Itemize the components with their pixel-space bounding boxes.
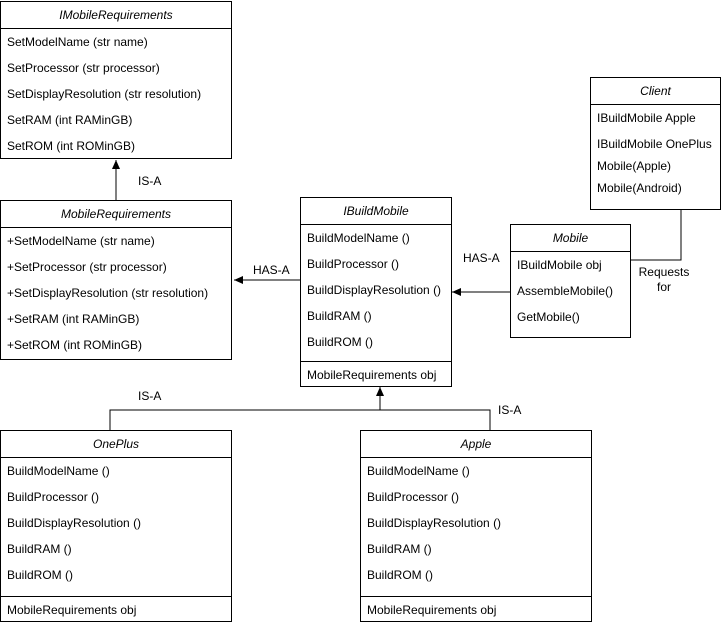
method-row: +SetModelName (str name) <box>7 234 155 248</box>
label-isa-oneplus: IS-A <box>138 389 162 403</box>
label-hasa-right: HAS-A <box>463 251 500 265</box>
class-title: Mobile <box>511 225 630 252</box>
class-title: Apple <box>361 431 591 458</box>
method-row: BuildRAM () <box>367 542 432 556</box>
method-row: BuildROM () <box>7 568 74 582</box>
method-row: AssembleMobile() <box>517 284 614 298</box>
method-row: Mobile(Apple) <box>597 159 672 173</box>
class-title: IBuildMobile <box>301 198 451 225</box>
class-mobile[interactable]: Mobile IBuildMobile obj AssembleMobile()… <box>510 224 631 338</box>
label-requests-line1: Requests <box>638 265 690 279</box>
class-title: OnePlus <box>1 431 231 458</box>
method-row: BuildDisplayResolution () <box>367 516 502 530</box>
field-row: MobileRequirements obj <box>361 596 591 623</box>
method-row: SetProcessor (str processor) <box>7 61 160 75</box>
method-row: BuildROM () <box>307 335 374 349</box>
class-client[interactable]: Client IBuildMobile Apple IBuildMobile O… <box>590 77 721 210</box>
isa-connector-apple <box>380 409 491 430</box>
method-row: BuildModelName () <box>7 464 110 478</box>
method-row: SetRAM (int RAMinGB) <box>7 113 133 127</box>
method-row: BuildModelName () <box>367 464 470 478</box>
method-row: BuildROM () <box>367 568 434 582</box>
method-row: +SetRAM (int RAMinGB) <box>7 312 140 326</box>
field-row: IBuildMobile OnePlus <box>597 137 712 151</box>
requests-connector <box>631 210 682 261</box>
class-title: Client <box>591 78 720 105</box>
label-isa-top: IS-A <box>138 174 162 188</box>
label-isa-apple: IS-A <box>498 403 522 417</box>
class-title: MobileRequirements <box>1 201 231 228</box>
method-row: BuildProcessor () <box>367 490 460 504</box>
label-requests-line2: for <box>656 280 671 294</box>
class-ibuildmobile[interactable]: IBuildMobile BuildModelName () BuildProc… <box>300 197 452 387</box>
field-row: IBuildMobile Apple <box>597 111 696 125</box>
method-row: BuildRAM () <box>307 309 372 323</box>
method-row: BuildRAM () <box>7 542 72 556</box>
class-imobilerequirements[interactable]: IMobileRequirements SetModelName (str na… <box>0 1 232 159</box>
field-row: IBuildMobile obj <box>517 258 602 272</box>
isa-connector-oneplus <box>109 409 380 430</box>
field-row: MobileRequirements obj <box>1 596 231 623</box>
class-mobilerequirements[interactable]: MobileRequirements +SetModelName (str na… <box>0 200 232 360</box>
method-row: SetModelName (str name) <box>7 35 148 49</box>
method-row: Mobile(Android) <box>597 181 682 195</box>
class-apple[interactable]: Apple BuildModelName () BuildProcessor (… <box>360 430 592 622</box>
method-row: SetROM (int ROMinGB) <box>7 139 136 153</box>
label-requests: Requests for <box>638 265 690 295</box>
method-row: BuildProcessor () <box>7 490 100 504</box>
method-row: BuildDisplayResolution () <box>7 516 142 530</box>
label-hasa-left: HAS-A <box>253 263 290 277</box>
method-row: BuildProcessor () <box>307 257 400 271</box>
field-row: MobileRequirements obj <box>301 361 451 388</box>
method-row: +SetProcessor (str processor) <box>7 260 167 274</box>
method-row: SetDisplayResolution (str resolution) <box>7 87 202 101</box>
class-title: IMobileRequirements <box>1 2 231 29</box>
method-row: GetMobile() <box>517 310 580 324</box>
method-row: BuildModelName () <box>307 231 410 245</box>
class-oneplus[interactable]: OnePlus BuildModelName () BuildProcessor… <box>0 430 232 622</box>
method-row: +SetROM (int ROMinGB) <box>7 338 143 352</box>
method-row: BuildDisplayResolution () <box>307 283 442 297</box>
method-row: +SetDisplayResolution (str resolution) <box>7 286 209 300</box>
